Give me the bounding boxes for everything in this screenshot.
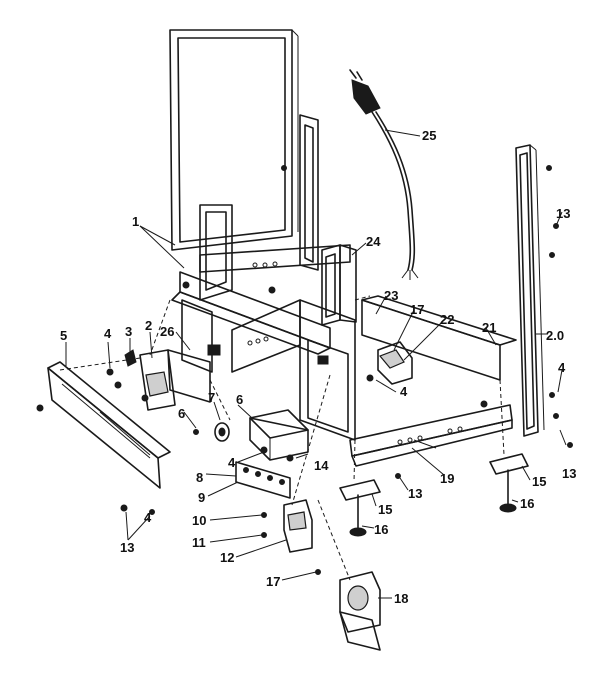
callout-5: 5 bbox=[60, 328, 67, 343]
callout-14: 14 bbox=[314, 458, 329, 473]
callout-11: 11 bbox=[192, 535, 206, 550]
callout-4: 4 bbox=[104, 326, 112, 341]
switch-12 bbox=[261, 499, 313, 553]
callout-12: 12 bbox=[220, 550, 234, 565]
top-panel bbox=[169, 29, 299, 251]
callout-8: 8 bbox=[196, 470, 203, 485]
callout-13: 13 bbox=[562, 466, 576, 481]
bracket-24 bbox=[321, 244, 357, 326]
callout-16: 16 bbox=[520, 496, 534, 511]
leader-lines bbox=[65, 129, 567, 599]
rail-19 bbox=[349, 400, 513, 467]
kick-panel bbox=[47, 361, 171, 489]
callout-2: 2 bbox=[145, 318, 152, 333]
callout-20: 2.0 bbox=[546, 328, 564, 343]
callouts: 1 2 3 4 4 4 4 4 5 6 6 7 8 9 10 11 12 13 … bbox=[60, 128, 576, 606]
callout-17: 17 bbox=[266, 574, 280, 589]
callout-10: 10 bbox=[192, 513, 206, 528]
power-cord bbox=[349, 69, 419, 280]
callout-15: 15 bbox=[532, 474, 546, 489]
callout-9: 9 bbox=[198, 490, 205, 505]
callout-25: 25 bbox=[422, 128, 436, 143]
callout-19: 19 bbox=[440, 471, 454, 486]
callout-1: 1 bbox=[132, 214, 139, 229]
callout-4: 4 bbox=[144, 510, 152, 525]
callout-17: 17 bbox=[410, 302, 424, 317]
plate-26 bbox=[167, 349, 211, 403]
bracket-22 bbox=[366, 341, 413, 385]
assembly-guide-lines bbox=[59, 295, 505, 581]
assembly-18 bbox=[315, 569, 381, 651]
callout-22: 22 bbox=[440, 312, 454, 327]
rail-21 bbox=[361, 295, 517, 381]
callout-6: 6 bbox=[236, 392, 243, 407]
callout-21: 21 bbox=[482, 320, 496, 335]
callout-13: 13 bbox=[120, 540, 134, 555]
callout-6: 6 bbox=[178, 406, 185, 421]
callout-3: 3 bbox=[125, 324, 132, 339]
terminal-strip bbox=[235, 446, 291, 499]
callout-16: 16 bbox=[374, 522, 388, 537]
screws bbox=[120, 165, 559, 515]
callout-15: 15 bbox=[378, 502, 392, 517]
callout-7: 7 bbox=[208, 390, 215, 405]
callout-24: 24 bbox=[366, 234, 381, 249]
leveling-leg-right bbox=[489, 453, 529, 513]
bracket-2 bbox=[36, 349, 176, 412]
callout-4: 4 bbox=[558, 360, 566, 375]
callout-26: 26 bbox=[160, 324, 174, 339]
callout-18: 18 bbox=[394, 591, 408, 606]
callout-13: 13 bbox=[408, 486, 422, 501]
callout-4: 4 bbox=[400, 384, 408, 399]
leveling-leg-center bbox=[339, 479, 381, 537]
base-frame bbox=[171, 114, 356, 441]
callout-13: 13 bbox=[556, 206, 570, 221]
right-channel bbox=[515, 144, 573, 448]
callout-4: 4 bbox=[228, 455, 236, 470]
callout-23: 23 bbox=[384, 288, 398, 303]
grommet-7 bbox=[214, 422, 230, 442]
